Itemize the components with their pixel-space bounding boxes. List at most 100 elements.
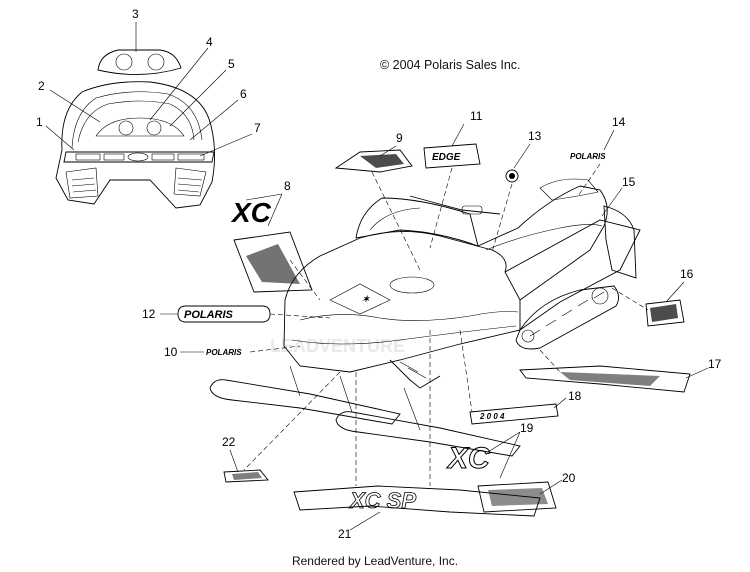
- dash-strip: [63, 151, 215, 163]
- decal-20-fill: [488, 488, 548, 506]
- callout-7: 7: [254, 121, 261, 135]
- leader-4: [149, 47, 209, 121]
- leader-19: [487, 431, 521, 479]
- gauge-left: [118, 120, 134, 136]
- vent-left-slats: [71, 177, 97, 193]
- dash-18: [459, 329, 473, 413]
- decal-18: 2 0 0 4: [469, 403, 559, 425]
- leader-2: [49, 89, 101, 123]
- hood-vent: [389, 276, 435, 294]
- callout-11: 11: [470, 109, 483, 123]
- decal-8-graphic: [246, 244, 300, 284]
- track-lugs: [529, 291, 605, 337]
- decal-17-fill: [560, 372, 660, 386]
- leader-lines: [45, 22, 709, 531]
- spindles: [289, 365, 421, 431]
- callout-4: 4: [206, 35, 213, 49]
- callout-21: 21: [338, 527, 352, 541]
- leader-22: [229, 449, 239, 473]
- decal-10: POLARIS: [206, 348, 242, 357]
- decal-14-text: POLARIS: [570, 152, 606, 161]
- front-suspension: [389, 359, 441, 389]
- leader-14: [603, 129, 615, 151]
- callout-9: 9: [396, 131, 403, 145]
- decal-10-text: POLARIS: [206, 348, 242, 357]
- windshield-glare: [369, 207, 421, 231]
- dash-22: [243, 371, 341, 471]
- decal-18-shape: [469, 403, 559, 425]
- leader-5: [169, 69, 227, 127]
- decal-11: EDGE: [423, 143, 481, 169]
- decal-9-shape: [334, 149, 413, 173]
- right-ski: [335, 411, 521, 457]
- leader-13: [513, 143, 531, 169]
- decal-21-text: XC SP: [348, 488, 416, 513]
- decal-18-text: 2 0 0 4: [479, 412, 505, 421]
- dash-13: [491, 183, 513, 253]
- tunnel-side: [504, 219, 641, 331]
- windshield: [355, 197, 479, 247]
- hood-crease: [299, 311, 519, 321]
- dash-decal-3: [151, 153, 175, 161]
- decal-13-center: [509, 173, 515, 179]
- dash-9: [371, 171, 421, 271]
- decal-12: POLARIS: [177, 305, 271, 323]
- front-idler: [521, 329, 535, 343]
- callout-2: 2: [38, 79, 45, 93]
- decal-21-stripe: [293, 485, 541, 517]
- decal-19: XC: [446, 442, 492, 476]
- leader-18: [553, 397, 567, 409]
- decal-13-emblem: [505, 169, 519, 183]
- snow-flap: [603, 205, 637, 279]
- decal-22: [223, 469, 269, 483]
- leader-20: [539, 479, 563, 495]
- dash-12: [269, 313, 331, 319]
- dash-16: [611, 287, 649, 311]
- gauge-right: [146, 120, 162, 136]
- placement-lines: [243, 163, 649, 486]
- decal-12-text: POLARIS: [184, 309, 234, 321]
- callout-17: 17: [708, 357, 722, 371]
- callout-labels: 3 4 5 6 7 2 1 8 9 10 11 12 13 14 15 16 1…: [36, 7, 722, 541]
- callout-6: 6: [240, 87, 247, 101]
- leader-1: [45, 125, 75, 151]
- dash-decal-1: [75, 153, 101, 161]
- decal-14: POLARIS: [570, 152, 606, 161]
- windshield-base-line: [77, 100, 195, 143]
- decal-19-xc: XC: [446, 442, 491, 475]
- dash-decal-2: [103, 153, 125, 161]
- hood-badge-area: [329, 283, 391, 315]
- decal-20-shape: [477, 481, 557, 513]
- hood-logo: ✶: [362, 294, 371, 304]
- console-pod: [95, 117, 185, 137]
- dash-key-ring: [127, 152, 149, 162]
- dash-17: [539, 349, 561, 373]
- decal-16-fill: [650, 304, 678, 322]
- hood-lower-crease: [291, 325, 517, 345]
- copyright-notice: © 2004 Polaris Sales Inc.: [380, 58, 521, 72]
- track: [515, 285, 619, 350]
- leader-21: [349, 511, 381, 531]
- callout-13: 13: [528, 129, 542, 143]
- handlebar-grip: [461, 205, 483, 215]
- callout-19: 19: [520, 421, 534, 435]
- fuel-tank-top: [539, 178, 599, 201]
- hood-outline: [55, 81, 215, 209]
- handlebar: [409, 195, 501, 215]
- decal-13: [505, 169, 519, 183]
- callout-8: 8: [284, 179, 291, 193]
- leader-11: [451, 123, 465, 147]
- dash-8: [289, 259, 321, 301]
- vent-right: [173, 167, 207, 197]
- callout-5: 5: [228, 57, 235, 71]
- decal-22-shape: [223, 469, 269, 483]
- vent-right-slats: [177, 177, 203, 193]
- dash-14: [577, 163, 601, 197]
- gauge-circle-left: [115, 53, 133, 71]
- vent-left: [65, 167, 99, 199]
- callout-14: 14: [612, 115, 626, 129]
- decal-17: [519, 365, 691, 393]
- dash-11: [429, 167, 453, 249]
- seat-outline: [477, 185, 608, 301]
